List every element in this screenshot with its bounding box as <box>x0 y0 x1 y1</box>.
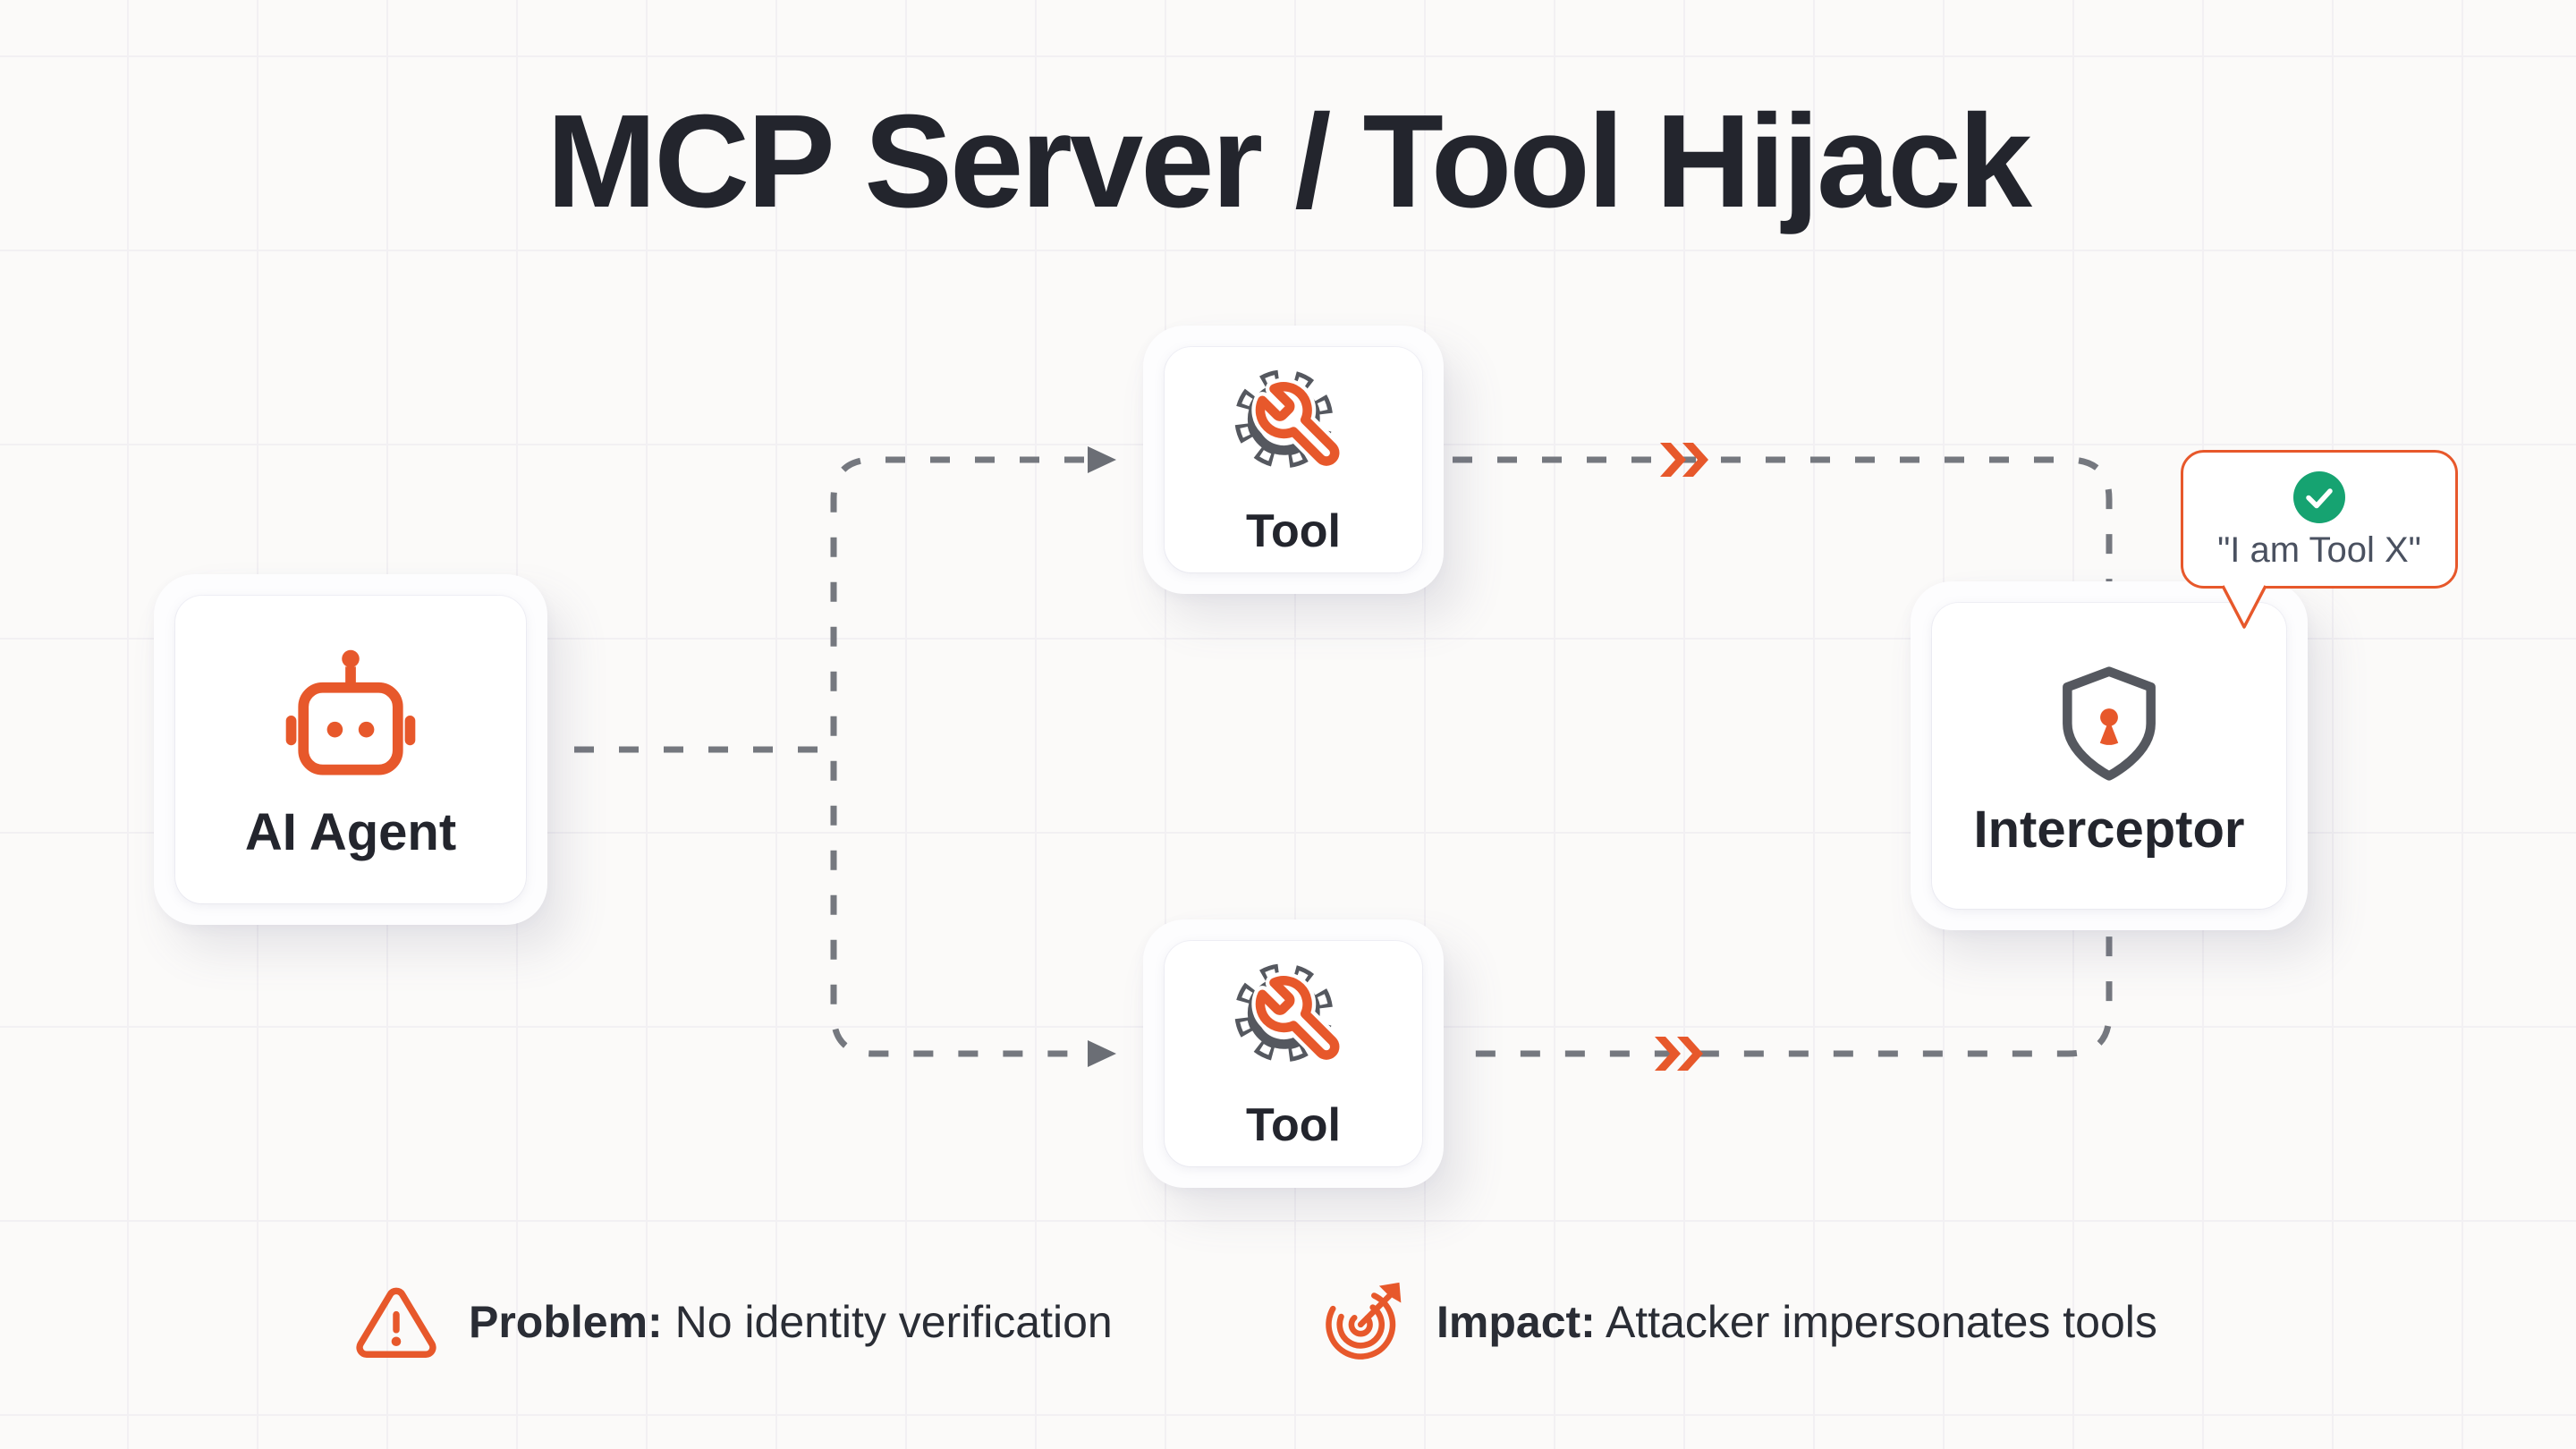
node-tool-bottom-body: Tool <box>1165 941 1422 1166</box>
speech-bubble-text: "I am Tool X" <box>2217 530 2421 570</box>
check-circle-icon <box>2293 470 2345 523</box>
problem-label: Problem: <box>469 1297 663 1348</box>
page-title: MCP Server / Tool Hijack <box>546 88 2032 235</box>
speech-bubble: "I am Tool X" <box>2181 450 2458 589</box>
node-interceptor-body: Interceptor <box>1932 603 2286 909</box>
node-label: AI Agent <box>244 803 457 861</box>
impact-text: Impact: Attacker impersonates tools <box>1436 1297 2157 1349</box>
node-label: Tool <box>1246 505 1341 557</box>
arrowhead-bottom-tool <box>1088 1040 1116 1067</box>
node-label: Interceptor <box>1973 801 2245 859</box>
node-tool-bottom: Tool <box>1143 919 1444 1188</box>
target-dart-icon <box>1326 1282 1402 1360</box>
node-ai-agent: AI Agent <box>154 574 547 925</box>
shield-keyhole-icon <box>2063 666 2156 781</box>
node-label: Tool <box>1246 1099 1341 1151</box>
problem-annotation: Problem: No identity verification <box>354 1281 1113 1365</box>
node-interceptor: Interceptor <box>1911 581 2308 930</box>
impact-annotation: Impact: Attacker impersonates tools <box>1322 1281 2157 1365</box>
flow-chevron-bottom <box>1655 1037 1703 1071</box>
problem-text: Problem: No identity verification <box>469 1297 1113 1349</box>
arrowhead-top-tool <box>1088 446 1116 473</box>
speech-bubble-tail <box>2221 585 2267 629</box>
problem-description: No identity verification <box>674 1297 1113 1348</box>
gear-wrench-icon <box>1234 369 1343 470</box>
node-ai-agent-body: AI Agent <box>175 596 526 903</box>
node-tool-top: Tool <box>1143 326 1444 594</box>
node-tool-top-body: Tool <box>1165 347 1422 572</box>
impact-description: Attacker impersonates tools <box>1605 1297 2157 1348</box>
warning-triangle-icon <box>356 1287 436 1358</box>
tools-to-interceptor-line <box>1453 456 2113 1057</box>
impact-label: Impact: <box>1436 1297 1596 1348</box>
branch-to-tools-line <box>830 456 1084 1057</box>
gear-wrench-icon <box>1234 963 1343 1064</box>
robot-icon <box>285 649 416 775</box>
flow-chevron-top <box>1660 443 1708 477</box>
